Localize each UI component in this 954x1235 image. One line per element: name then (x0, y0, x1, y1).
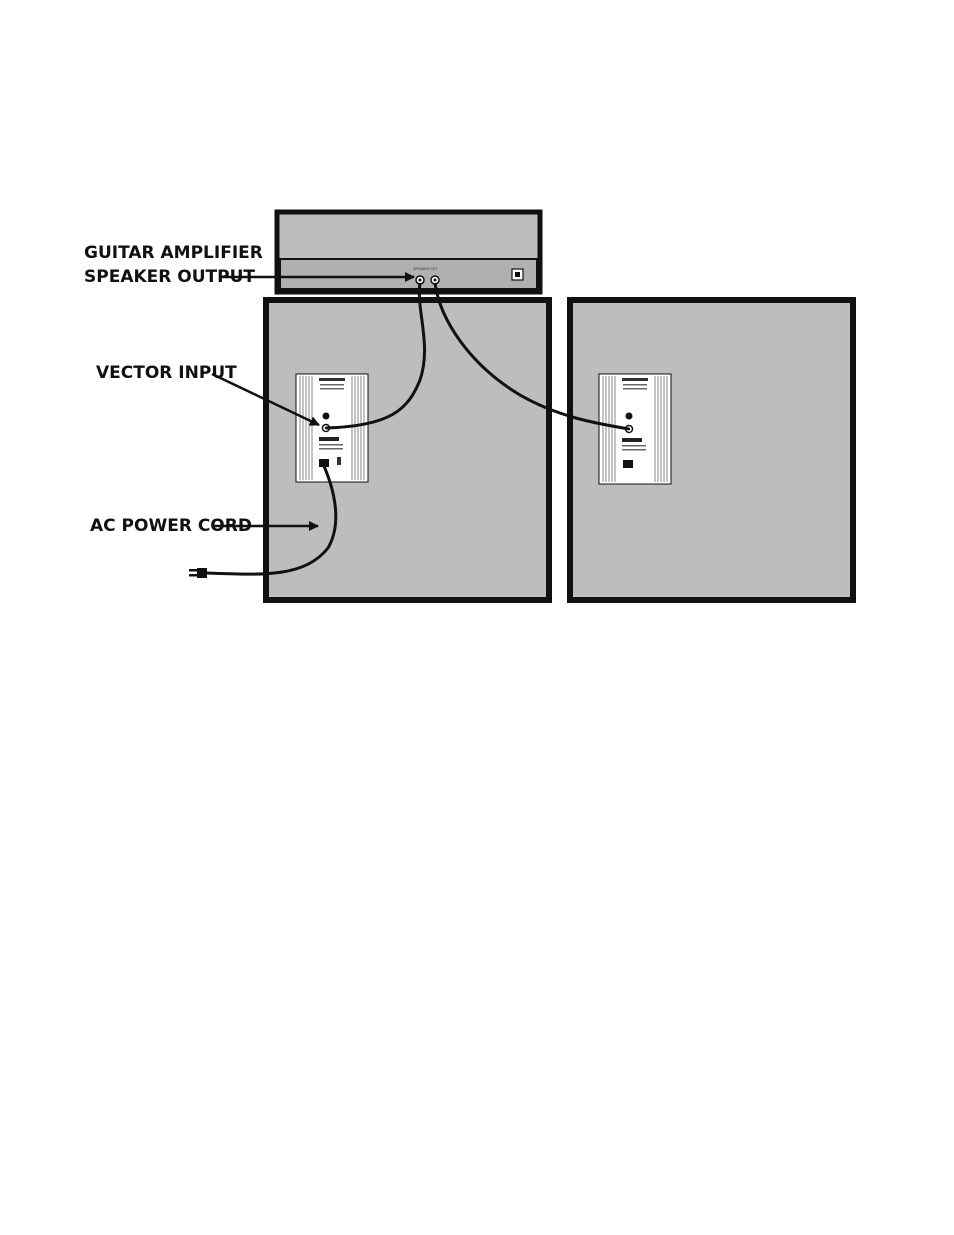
power-inlet-right (623, 460, 633, 468)
level-knob-icon (626, 413, 633, 420)
power-inlet-left (319, 459, 329, 467)
level-knob-icon (323, 413, 330, 420)
speaker-output-jack-2 (431, 276, 439, 284)
amp-power-inlet-icon (512, 269, 523, 280)
speaker-out-panel-label: SPEAKER OUT (413, 267, 438, 271)
amp-rear-panel (280, 259, 537, 289)
speaker-output-jack-1 (416, 276, 424, 284)
power-switch-left (337, 457, 341, 465)
guitar-amplifier-label: GUITAR AMPLIFIER (84, 243, 263, 263)
vector-input-label: VECTOR INPUT (96, 363, 237, 383)
right-speaker-cabinet (570, 300, 853, 600)
vector-panel-right (599, 374, 671, 484)
left-speaker-cabinet (266, 300, 549, 600)
guitar-amplifier-head: SPEAKER OUT (277, 212, 540, 292)
power-plug-icon (189, 568, 207, 578)
